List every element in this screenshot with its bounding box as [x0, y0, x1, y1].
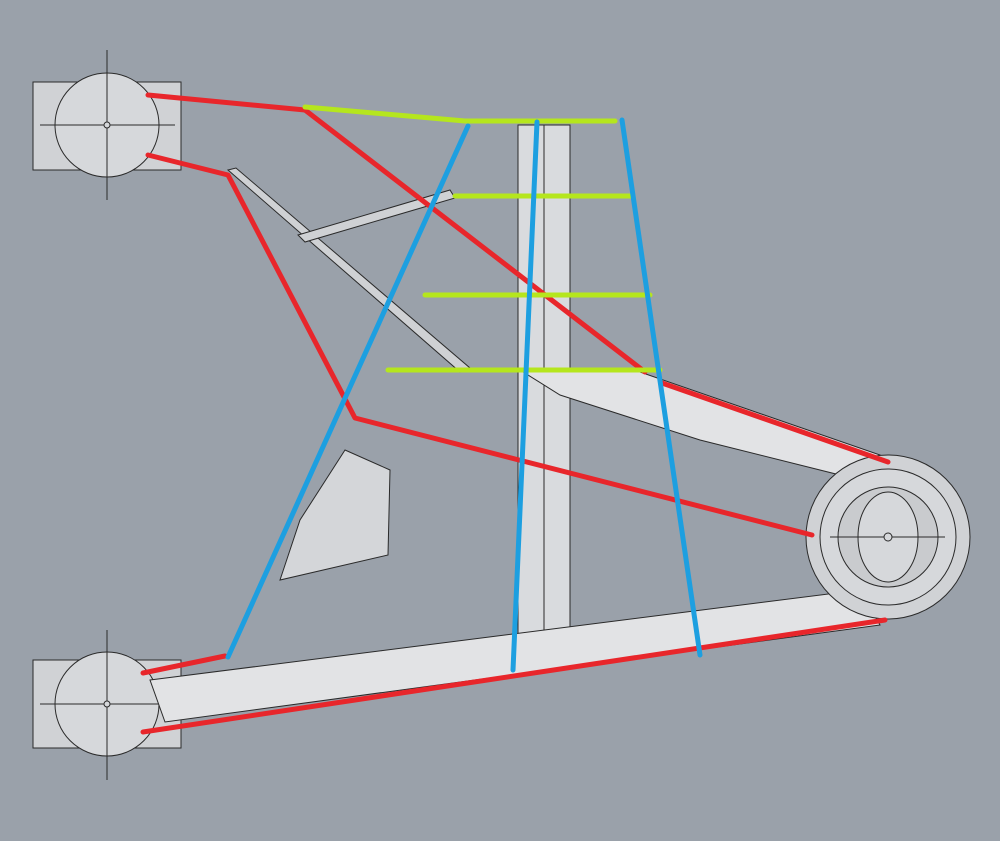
red-line-lower-short	[140, 653, 228, 676]
side-block	[279, 449, 391, 581]
red-line-upper-top	[145, 92, 308, 113]
blue-line-center	[510, 119, 540, 673]
red-line-lower-beam	[140, 617, 888, 735]
red-line-inner	[145, 152, 815, 538]
upper-arm	[518, 369, 881, 481]
wheel-hub	[805, 454, 971, 620]
green-line-top	[302, 104, 618, 124]
blue-line-left	[225, 123, 471, 660]
green-lines	[302, 104, 663, 373]
cad-part-geometry	[32, 50, 971, 780]
red-lines	[140, 92, 891, 735]
blue-lines	[225, 117, 703, 673]
cross-brace	[297, 189, 456, 243]
upper-pivot	[32, 50, 182, 200]
blue-line-right	[619, 117, 703, 658]
red-line-upper-arm	[659, 380, 891, 465]
lower-pivot	[32, 630, 182, 780]
red-line-upper-diagonal	[302, 107, 648, 375]
